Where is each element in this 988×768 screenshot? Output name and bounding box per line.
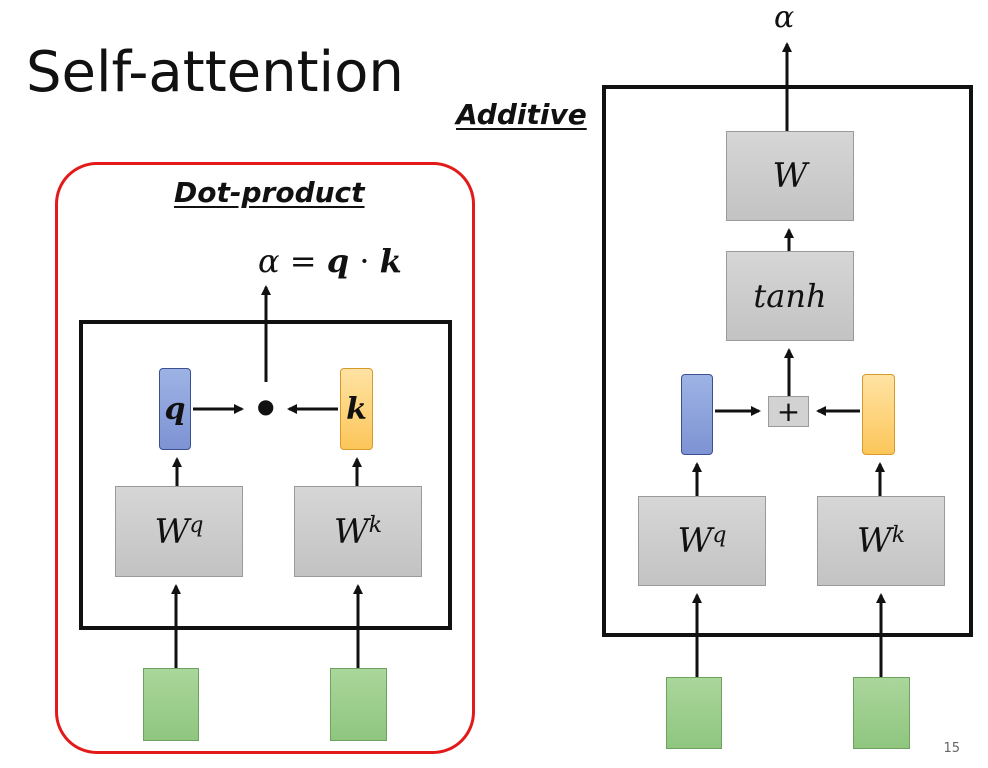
wq-base: W xyxy=(154,511,190,552)
w-weight-box: W xyxy=(726,131,854,221)
formula-dot: · xyxy=(359,242,370,280)
additive-title: Additive xyxy=(456,98,587,131)
dot-product-operator: ● xyxy=(257,394,275,418)
dot-product-frame xyxy=(55,162,475,754)
formula-k: k xyxy=(379,242,402,280)
page-number: 15 xyxy=(943,741,960,756)
dot-product-title: Dot-product xyxy=(174,176,365,209)
wk-base: W xyxy=(333,511,369,552)
additive-input-vector-left xyxy=(666,677,722,749)
additive-key-vector xyxy=(862,374,895,455)
tanh-box: tanh xyxy=(726,251,854,341)
input-vector-left xyxy=(143,668,199,741)
formula-q: q xyxy=(326,242,350,280)
additive-query-vector xyxy=(681,374,713,455)
key-vector-label: k xyxy=(346,391,367,427)
slide-title: Self-attention xyxy=(26,40,404,105)
w-label: W xyxy=(772,156,808,196)
additive-wk-sup: k xyxy=(891,522,906,548)
wq-sup: q xyxy=(189,513,204,538)
equals-sign: = xyxy=(289,242,317,280)
tanh-label: tanh xyxy=(753,277,827,315)
additive-wq-base: W xyxy=(677,521,713,561)
additive-wq-sup: q xyxy=(712,522,727,548)
plus-operator: + xyxy=(768,396,809,427)
query-vector-label: q xyxy=(164,391,186,427)
wk-sup: k xyxy=(368,513,383,538)
additive-alpha-symbol: α xyxy=(774,0,795,35)
alpha-symbol: α xyxy=(258,242,280,280)
input-vector-right xyxy=(330,668,387,741)
key-vector: k xyxy=(340,368,373,450)
plus-label: + xyxy=(776,394,801,428)
dot-product-output-formula: α = q · k xyxy=(258,242,402,280)
additive-input-vector-right xyxy=(853,677,910,749)
additive-wk-base: W xyxy=(856,521,892,561)
query-vector: q xyxy=(159,368,191,450)
additive-output-alpha: α xyxy=(774,0,794,35)
